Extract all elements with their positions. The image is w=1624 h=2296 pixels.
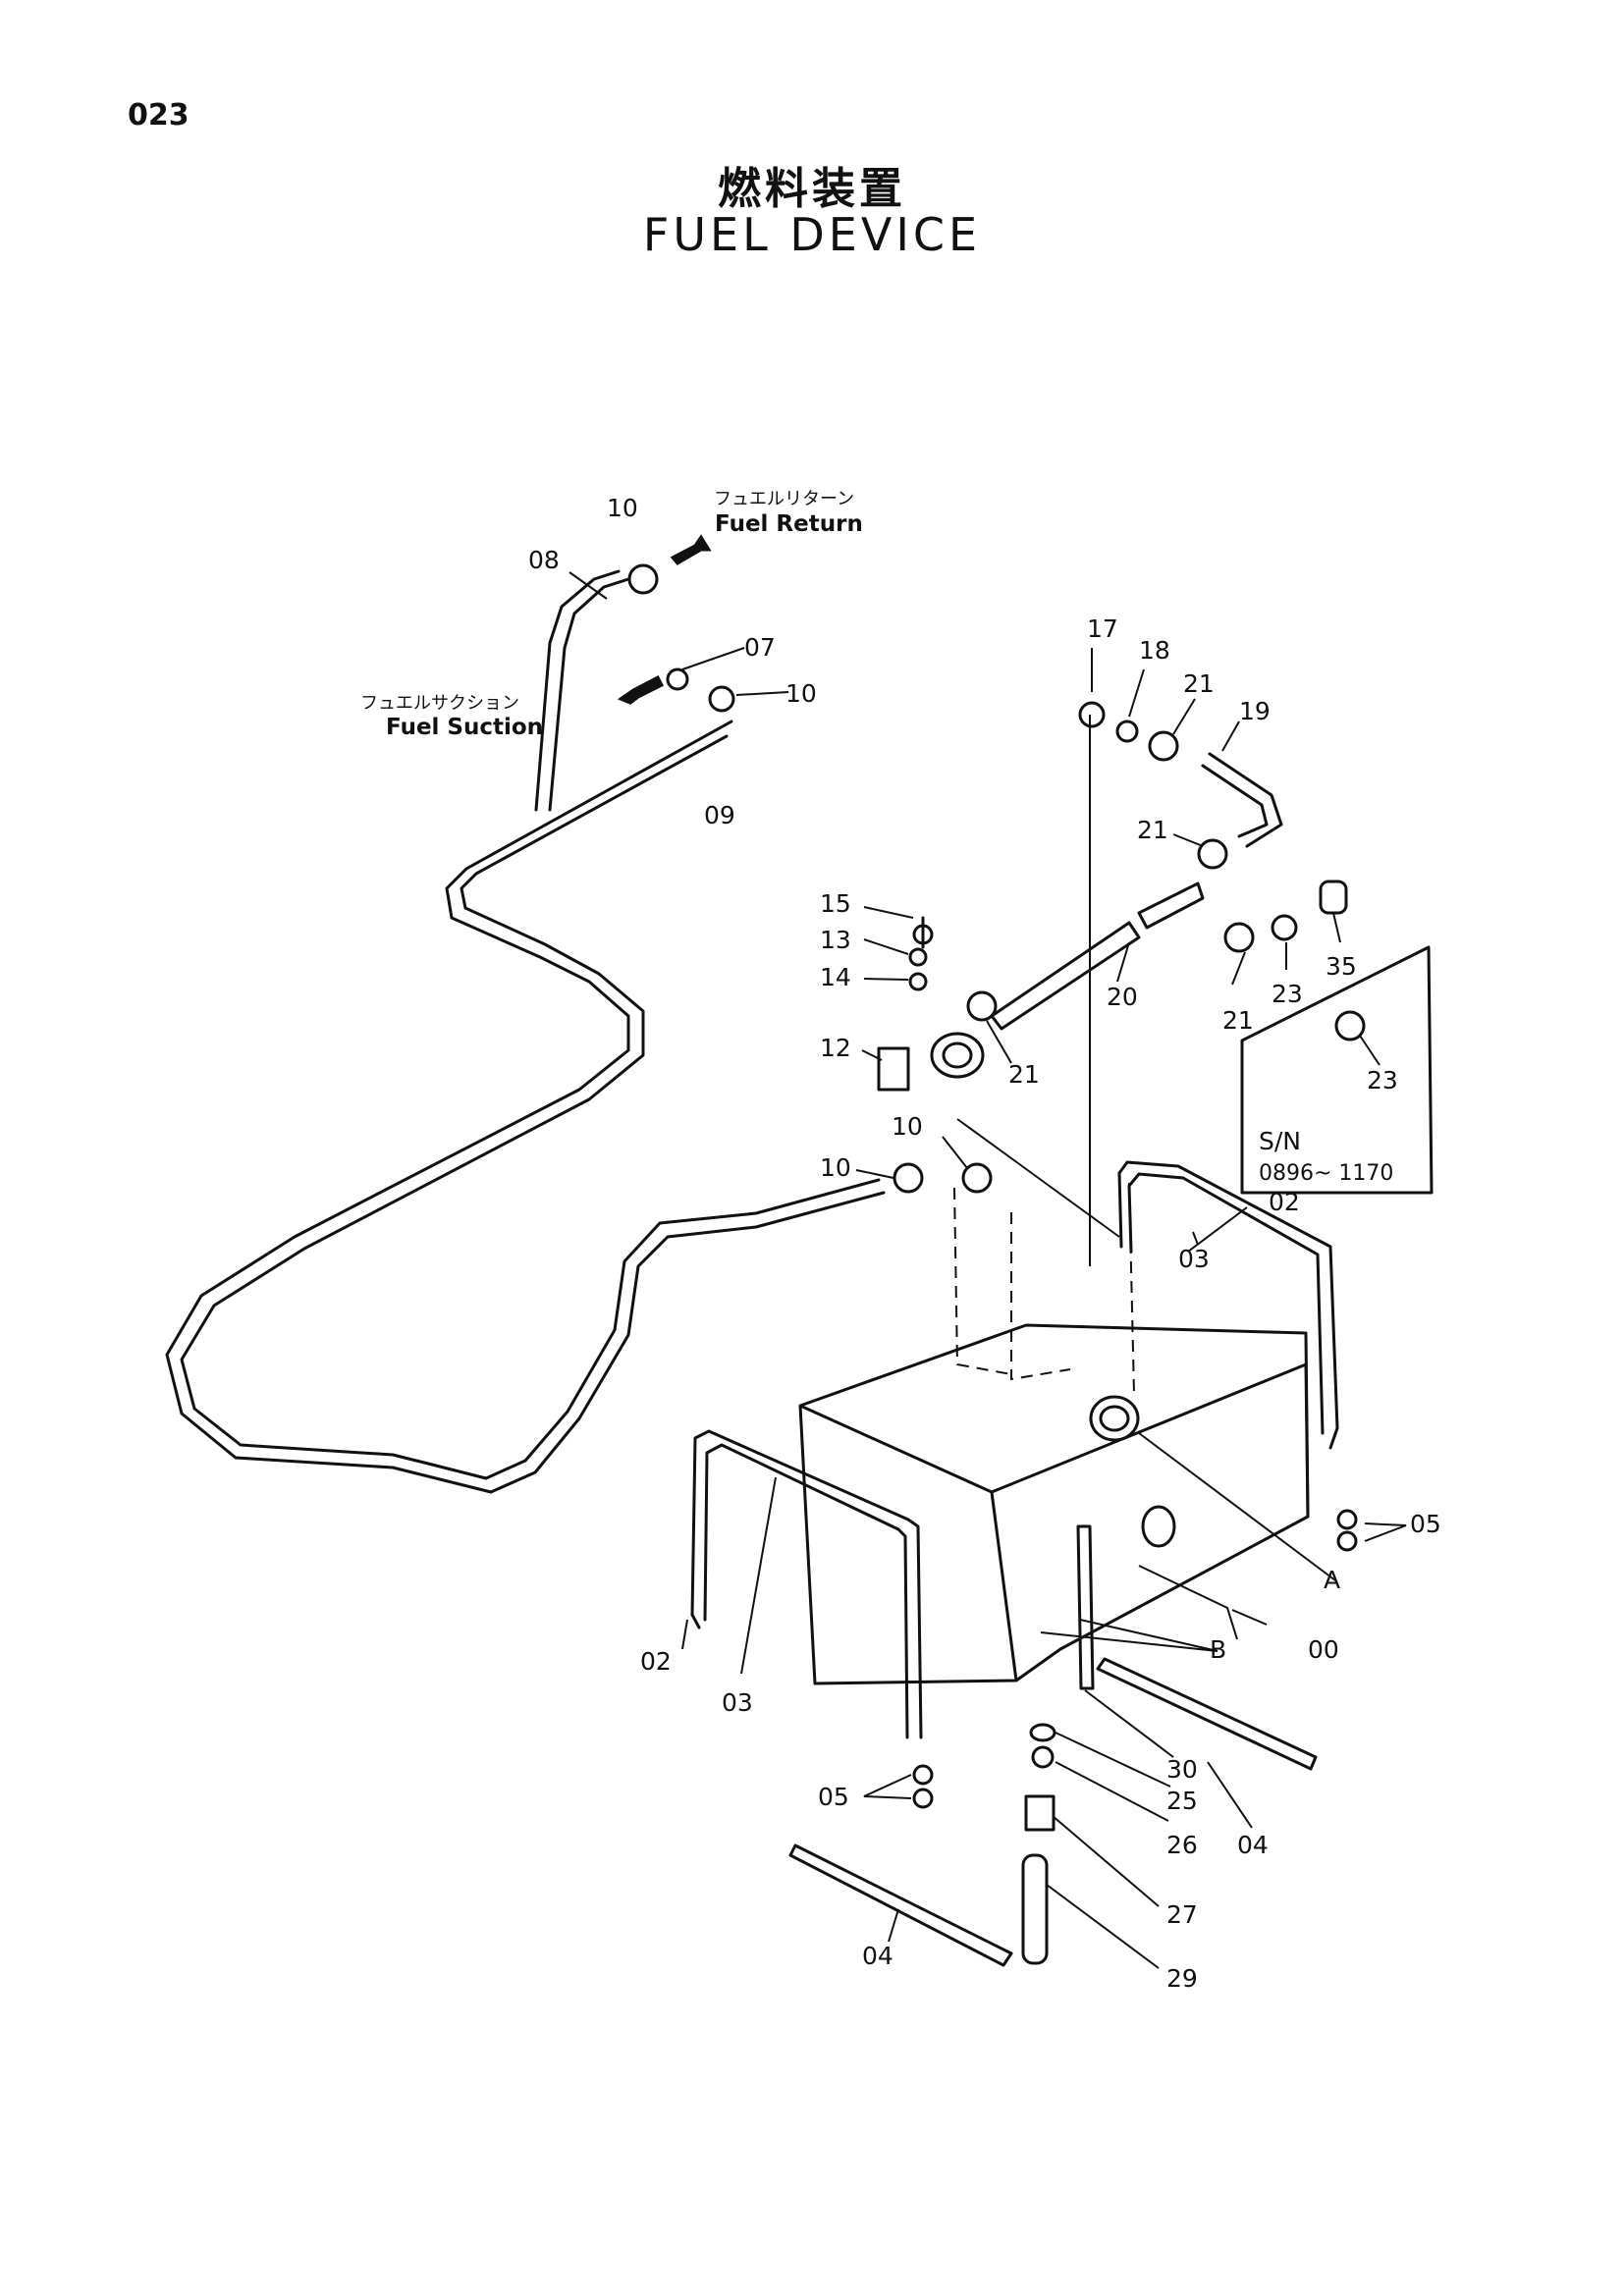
part-label: 03 <box>1178 1245 1210 1273</box>
clamp-21-a <box>1148 730 1179 762</box>
fitting-23-sn <box>1334 1010 1366 1041</box>
part-label: 00 <box>1308 1635 1339 1664</box>
note-fuel-suction: Fuel Suction <box>386 715 544 740</box>
part-label: 12 <box>820 1034 851 1062</box>
part-label: 21 <box>1137 816 1168 844</box>
part-label: 13 <box>820 926 851 954</box>
filler-cap <box>1089 1395 1140 1442</box>
serial-inset-box <box>1240 945 1434 1195</box>
page-title-japanese: 燃料装置 <box>718 164 906 214</box>
fuel-return-arrow <box>670 534 712 565</box>
part-label: 03 <box>722 1688 753 1717</box>
level-gauge-30 <box>1076 1524 1095 1690</box>
part-label: 30 <box>1166 1755 1198 1784</box>
part-label: 14 <box>820 963 851 991</box>
part-label: 21 <box>1183 669 1215 698</box>
part-label: 23 <box>1367 1066 1398 1095</box>
hose-19 <box>1208 752 1283 848</box>
washer-13 <box>908 947 928 967</box>
part-label: 26 <box>1166 1831 1198 1859</box>
part-label: 23 <box>1272 980 1303 1008</box>
strap-04-lower <box>788 1843 1013 1967</box>
part-label: 10 <box>892 1112 923 1141</box>
part-label: 17 <box>1087 614 1118 643</box>
fuel-suction-line <box>165 720 886 1494</box>
fuel-return-hose-08 <box>548 577 630 812</box>
part-label: B <box>1210 1635 1227 1664</box>
part-label: 09 <box>704 801 735 829</box>
part-label: 04 <box>862 1942 893 1970</box>
part-label: 02 <box>1269 1188 1300 1216</box>
part-label: 10 <box>785 679 817 708</box>
part-label: 18 <box>1139 636 1170 665</box>
elbow-17 <box>1078 701 1106 728</box>
part-label: 27 <box>1166 1900 1198 1929</box>
part-label: 02 <box>640 1647 672 1676</box>
serial-range: 0896~ 1170 <box>1259 1161 1394 1186</box>
note-fuel-return: Fuel Return <box>715 511 863 537</box>
clamp-21-c <box>1223 922 1255 953</box>
note-fuel-suction-jp: フュエルサクション <box>360 693 519 714</box>
adapter-18 <box>1115 720 1139 743</box>
tank-strap-right <box>1117 1160 1339 1450</box>
fuel-tank-00 <box>798 1323 1310 1685</box>
part-label: 20 <box>1107 983 1138 1011</box>
part-label: 15 <box>820 889 851 918</box>
tank-strap-left <box>690 1429 923 1739</box>
fitting-23 <box>1271 914 1298 941</box>
part-label: 10 <box>607 494 638 522</box>
bushing-35 <box>1319 880 1348 915</box>
part-label: 21 <box>1008 1060 1040 1089</box>
fitting-07 <box>666 667 689 691</box>
strap-04-right <box>1096 1657 1318 1771</box>
part-label: 35 <box>1326 952 1357 981</box>
clamp-10-top <box>627 563 659 595</box>
fuel-suction-arrow <box>617 674 665 705</box>
page-title-english: FUEL DEVICE <box>642 208 982 261</box>
clamp-21-d <box>966 990 998 1022</box>
part-label: 05 <box>818 1783 849 1811</box>
clamp-10-mid-a <box>893 1162 924 1194</box>
part-label: 07 <box>744 633 776 662</box>
serial-label: S/N <box>1259 1127 1301 1155</box>
note-fuel-return-jp: フュエルリターン <box>714 489 855 509</box>
filter-12 <box>877 1046 910 1092</box>
hose-20 <box>990 921 1141 1031</box>
part-label: 08 <box>528 546 560 574</box>
part-label: 05 <box>1410 1510 1441 1538</box>
drain-pipe-29 <box>1021 1853 1049 1965</box>
page-number: 023 <box>128 98 189 133</box>
clamp-10 <box>708 685 735 713</box>
part-label: 04 <box>1237 1831 1269 1859</box>
part-label: 29 <box>1166 1964 1198 1993</box>
part-label: 25 <box>1166 1787 1198 1815</box>
part-label: 19 <box>1239 697 1271 725</box>
clamp-10-mid-b <box>961 1162 993 1194</box>
clamp-21-b <box>1197 838 1228 870</box>
part-label: A <box>1324 1566 1341 1594</box>
part-label: 10 <box>820 1153 851 1182</box>
part-label: 21 <box>1222 1006 1254 1035</box>
washer-14 <box>908 972 928 991</box>
drain-plug <box>1141 1505 1176 1548</box>
